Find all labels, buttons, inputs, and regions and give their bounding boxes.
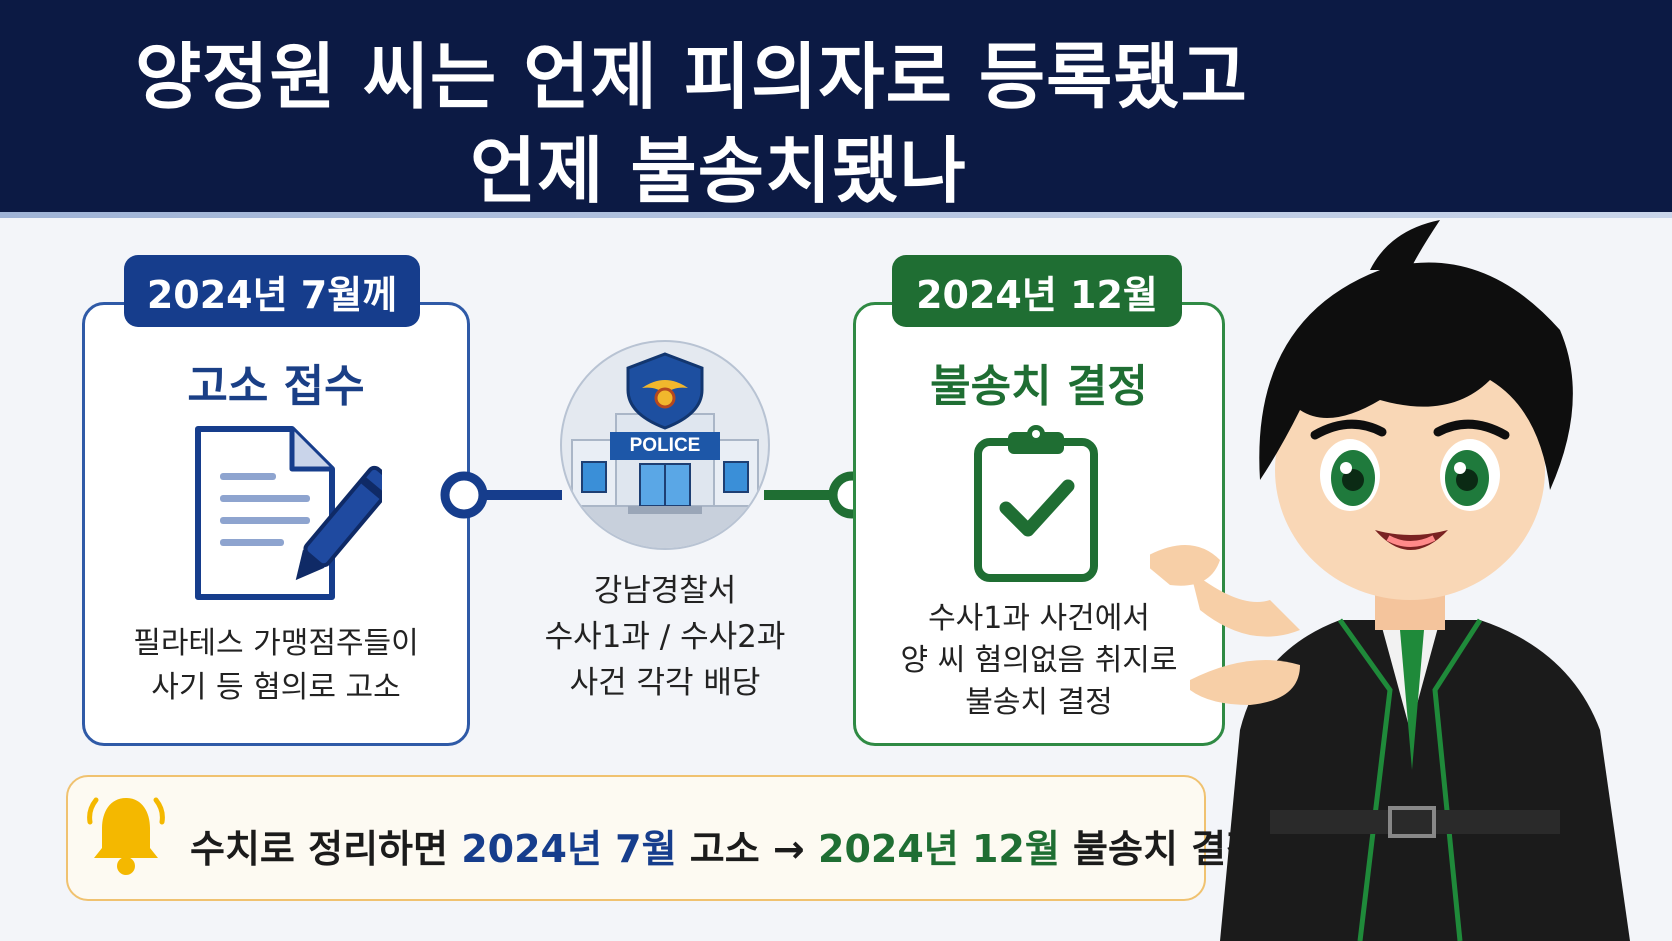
summary-date-complaint: 2024년 7월 (461, 827, 677, 871)
presenter-character-illustration (1150, 220, 1630, 941)
summary-text: 수치로 정리하면 2024년 7월 고소 → 2024년 12월 불송치 결정 (190, 818, 1261, 873)
summary-middle: 고소 → (676, 827, 818, 871)
summary-box (66, 775, 1206, 901)
document-pen-icon (195, 426, 382, 600)
headline-line-1: 양정원 씨는 언제 피의자로 등록됐고 (135, 35, 1248, 119)
complaint-desc-line-1: 필라테스 가맹점주들이 (133, 626, 419, 661)
police-desc-line-2: 수사1과 / 수사2과 (544, 619, 786, 655)
complaint-heading: 고소 접수 (187, 361, 365, 412)
clipboard-check-icon (974, 425, 1098, 582)
police-sign-text: POLICE (629, 435, 701, 456)
non-referral-date-badge: 2024년 12월 (892, 255, 1182, 327)
headline-line-2: 언제 불송치됐나 (470, 129, 967, 213)
summary-date-non-referral: 2024년 12월 (818, 827, 1060, 871)
non-referral-desc-line-1: 수사1과 사건에서 (928, 601, 1150, 636)
non-referral-desc-line-3: 불송치 결정 (965, 685, 1113, 720)
header-banner (0, 0, 1672, 212)
complaint-desc-line-2: 사기 등 혐의로 고소 (151, 670, 401, 705)
police-station-icon (562, 352, 768, 548)
non-referral-desc-line-2: 양 씨 혐의없음 취지로 (900, 643, 1178, 678)
non-referral-description: 수사1과 사건에서 양 씨 혐의없음 취지로 불송치 결정 (853, 598, 1225, 724)
left-connector (440, 471, 562, 519)
police-station-circle: POLICE (560, 340, 770, 550)
bell-icon (87, 797, 165, 875)
police-assignment-description: 강남경찰서 수사1과 / 수사2과 사건 각각 배당 (520, 568, 810, 706)
police-desc-line-3: 사건 각각 배당 (569, 665, 761, 701)
summary-prefix: 수치로 정리하면 (190, 827, 462, 871)
non-referral-heading: 불송치 결정 (930, 361, 1148, 412)
header-divider (0, 212, 1672, 218)
complaint-description: 필라테스 가맹점주들이 사기 등 혐의로 고소 (82, 622, 470, 710)
complaint-date-badge: 2024년 7월께 (124, 255, 420, 327)
police-desc-line-1: 강남경찰서 (593, 573, 737, 609)
